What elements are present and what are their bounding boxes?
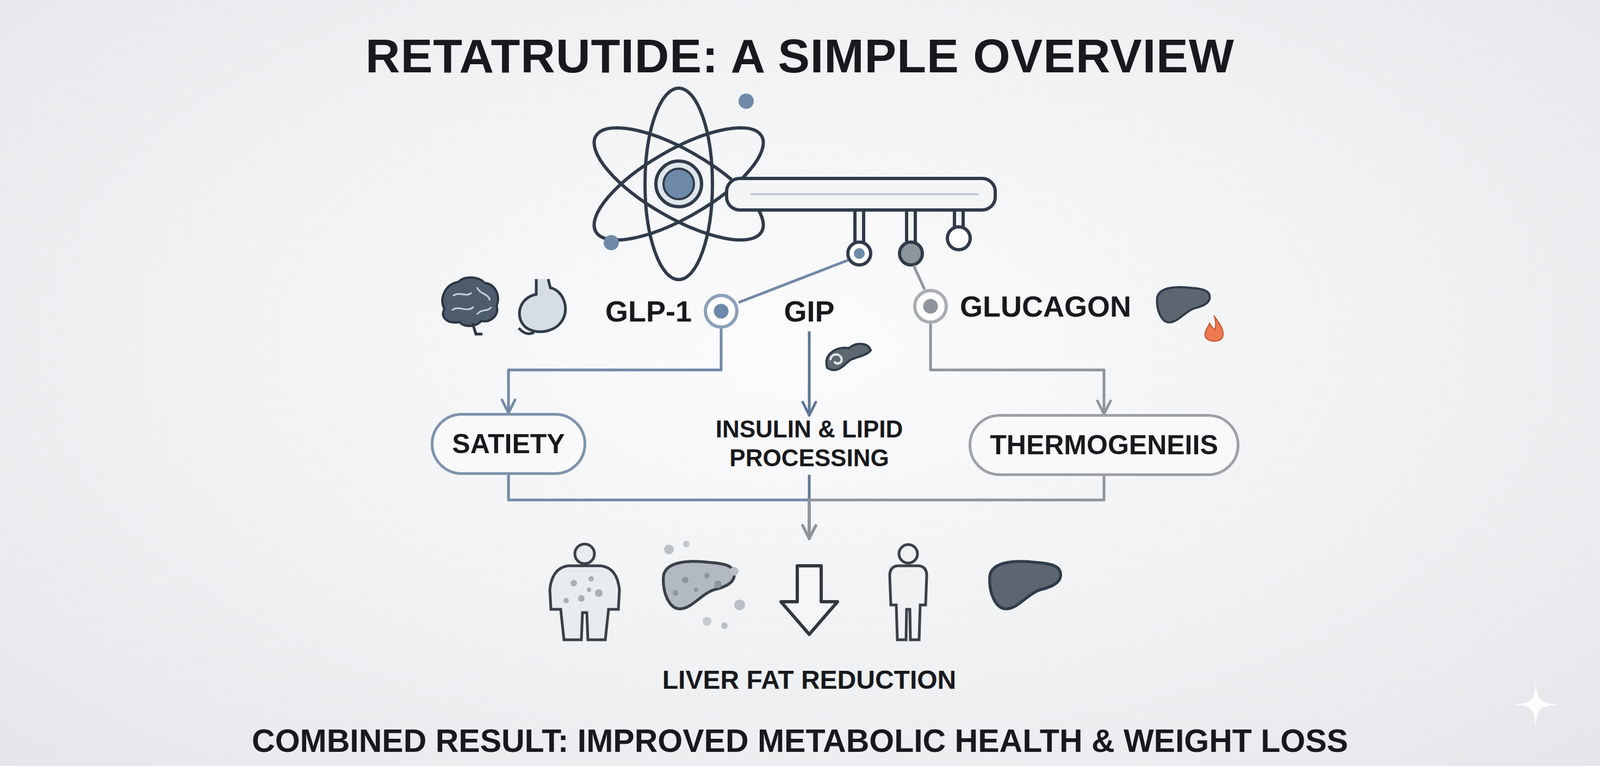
person-before	[570, 579, 578, 587]
stomach-icon	[518, 327, 535, 334]
receptor-label: GLP-1	[605, 293, 739, 329]
flow-connector	[508, 474, 810, 539]
person-before	[563, 597, 569, 604]
fatty-liver-icon	[704, 572, 710, 579]
atom-icon	[738, 93, 754, 109]
fatty-liver-icon	[693, 587, 699, 592]
page-title: RETATRUTIDE: A SIMPLE OVERVIEW	[0, 28, 1600, 84]
person-after	[889, 544, 927, 640]
person-before	[594, 588, 603, 597]
pancreas-icon	[830, 354, 842, 364]
receptor-dot	[913, 288, 948, 324]
liver-icon	[1156, 287, 1210, 323]
receptor-dot	[703, 293, 739, 329]
key-shaft	[853, 247, 865, 259]
flame-icon	[1205, 315, 1224, 341]
fatty-liver-icon	[681, 576, 689, 584]
pancreas-icon	[826, 343, 871, 370]
watermark-sparkle	[1514, 682, 1558, 727]
node-text: GLUCAGON	[959, 289, 1132, 324]
watermark-sparkle	[1514, 682, 1558, 727]
atom-icon	[603, 234, 619, 251]
down-arrow-icon	[780, 565, 838, 635]
fatty-liver-icon	[664, 544, 674, 555]
effect-box: THERMOGENEIIS	[968, 413, 1239, 476]
fatty-liver-icon	[714, 580, 722, 588]
fatty-liver-icon	[663, 540, 746, 629]
flow-connector	[808, 331, 811, 415]
node-text: GLP-1	[605, 294, 692, 328]
flow-connector	[508, 328, 722, 413]
receptor-label: GIP	[783, 294, 835, 328]
node-text: INSULIN & LIPID PROCESSING	[692, 414, 927, 473]
atom-icon	[655, 160, 702, 207]
receptor-label: GLUCAGON	[913, 288, 1132, 324]
down-arrow-icon	[776, 562, 842, 639]
key-shaft	[947, 226, 971, 250]
atom-icon	[663, 168, 694, 200]
flow-connector	[809, 475, 1105, 539]
key-shaft	[847, 242, 871, 265]
stomach-icon	[519, 278, 566, 332]
key-shaft	[954, 209, 964, 228]
node-text: GIP	[783, 294, 835, 328]
person-before	[578, 594, 585, 602]
person-before	[574, 543, 595, 564]
node-text: SATIETY	[451, 428, 565, 460]
node-text: LIVER FAT REDUCTION	[662, 664, 957, 695]
atom-icon	[645, 88, 713, 280]
flame-icon	[1205, 315, 1224, 341]
fatty-liver-icon	[721, 622, 728, 629]
fatty-liver-icon	[734, 599, 746, 611]
person-before	[549, 543, 620, 640]
fatty-liver-icon	[672, 590, 679, 596]
flow-connector	[930, 323, 1105, 414]
person-after	[898, 544, 918, 563]
fatty-liver-icon	[683, 540, 690, 548]
outcome-node: LIVER FAT REDUCTION	[662, 538, 957, 695]
key-shaft	[726, 178, 996, 210]
receptor-link	[913, 265, 925, 290]
key-shaft	[899, 242, 923, 265]
person-before	[588, 575, 594, 582]
fatty-liver-icon	[729, 566, 739, 576]
key-shaft	[854, 209, 864, 243]
fatty-liver-icon	[663, 561, 735, 609]
pancreas-icon	[826, 343, 871, 370]
person-after	[889, 565, 927, 640]
brain-icon	[442, 277, 498, 334]
result-caption: COMBINED RESULT: IMPROVED METABOLIC HEAL…	[0, 722, 1600, 760]
effect-box: SATIETY	[430, 412, 586, 475]
brain-icon	[472, 323, 483, 334]
stomach-icon	[518, 278, 566, 334]
node-text: THERMOGENEIIS	[989, 429, 1218, 461]
effect-label: INSULIN & LIPID PROCESSING	[692, 414, 927, 473]
healthy-liver-icon	[989, 561, 1062, 609]
fatty-liver-icon	[702, 616, 712, 626]
key-shaft	[906, 209, 916, 243]
person-before	[586, 587, 592, 592]
person-before	[549, 565, 620, 640]
healthy-liver-icon	[989, 561, 1062, 609]
key-shaft	[750, 193, 979, 196]
brain-icon	[451, 287, 492, 315]
liver-icon	[1156, 287, 1210, 323]
brain-icon	[442, 277, 498, 326]
key-shaft	[726, 178, 996, 265]
